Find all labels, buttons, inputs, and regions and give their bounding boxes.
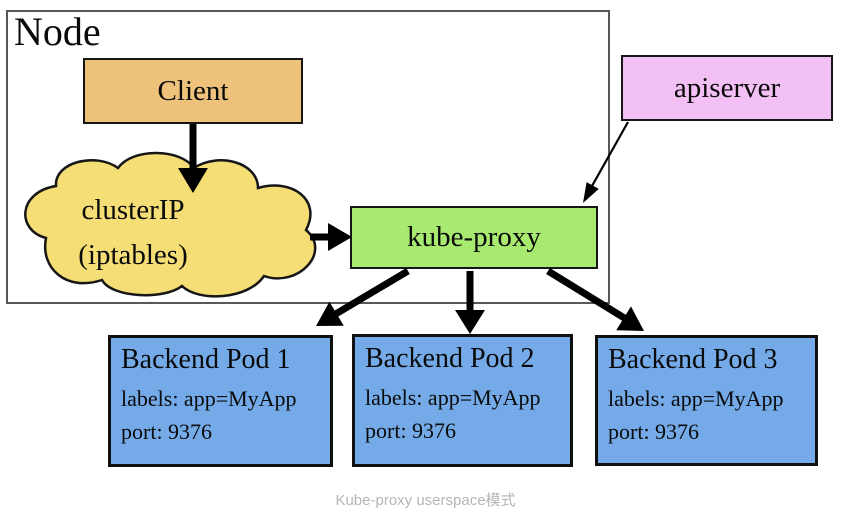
pod-1-labels: labels: app=MyApp xyxy=(121,386,297,411)
kube-proxy-label: kube-proxy xyxy=(407,221,541,253)
client-box: Client xyxy=(83,58,303,124)
cluster-ip-line1: clusterIP xyxy=(81,194,185,226)
backend-pod-2-box: Backend Pod 2 labels: app=MyApp port: 93… xyxy=(352,334,573,467)
apiserver-label: apiserver xyxy=(673,71,781,104)
backend-pod-3-box: Backend Pod 3 labels: app=MyApp port: 93… xyxy=(595,335,818,466)
pod-3-port: port: 9376 xyxy=(608,419,700,444)
pod-3-title: Backend Pod 3 xyxy=(608,344,778,375)
pod-2-labels: labels: app=MyApp xyxy=(365,385,541,410)
pod-3-labels: labels: app=MyApp xyxy=(608,386,784,411)
pod-1-port: port: 9376 xyxy=(121,419,213,444)
diagram-caption: Kube-proxy userspace模式 xyxy=(335,492,516,509)
kube-proxy-box: kube-proxy xyxy=(350,206,598,269)
pod-2-port: port: 9376 xyxy=(365,418,457,443)
apiserver-box: apiserver xyxy=(621,55,833,121)
node-label: Node xyxy=(14,9,101,54)
pod-1-title: Backend Pod 1 xyxy=(121,344,291,375)
cluster-ip-label: clusterIP (iptables) xyxy=(38,188,228,278)
cluster-ip-line2: (iptables) xyxy=(78,239,188,271)
client-label: Client xyxy=(157,74,229,107)
backend-pod-1-box: Backend Pod 1 labels: app=MyApp port: 93… xyxy=(108,335,333,467)
pod-2-title: Backend Pod 2 xyxy=(365,343,535,374)
